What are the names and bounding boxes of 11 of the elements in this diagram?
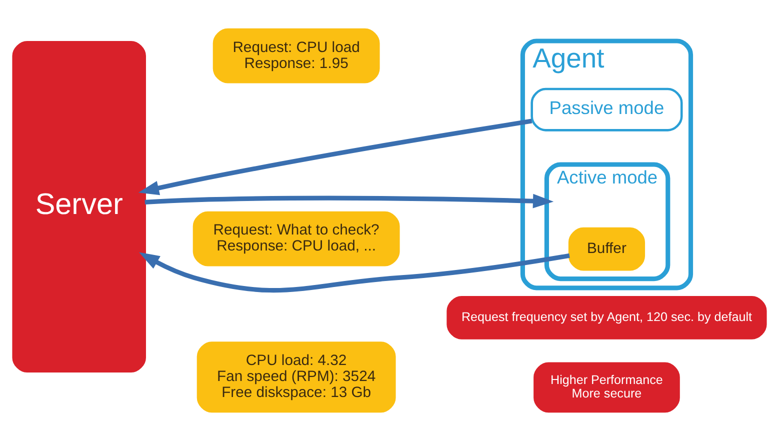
arrow <box>138 118 532 196</box>
node-box: Request: CPU load Response: 1.95 <box>212 28 380 84</box>
node-box: Higher Performance More secure <box>534 362 680 413</box>
node-box: Server <box>12 41 146 373</box>
arrow <box>144 194 554 208</box>
arrow <box>138 252 570 292</box>
node-box: Request: What to check? Response: CPU load, ... <box>192 211 400 266</box>
node-box: Buffer <box>568 227 646 271</box>
node-box: Request frequency set by Agent, 120 sec. by default <box>446 296 767 340</box>
node-box: Passive mode <box>530 88 683 132</box>
node-box: CPU load: 4.32 Fan speed (RPM): 3524 Free diskspace: 13 Gb <box>196 342 396 413</box>
